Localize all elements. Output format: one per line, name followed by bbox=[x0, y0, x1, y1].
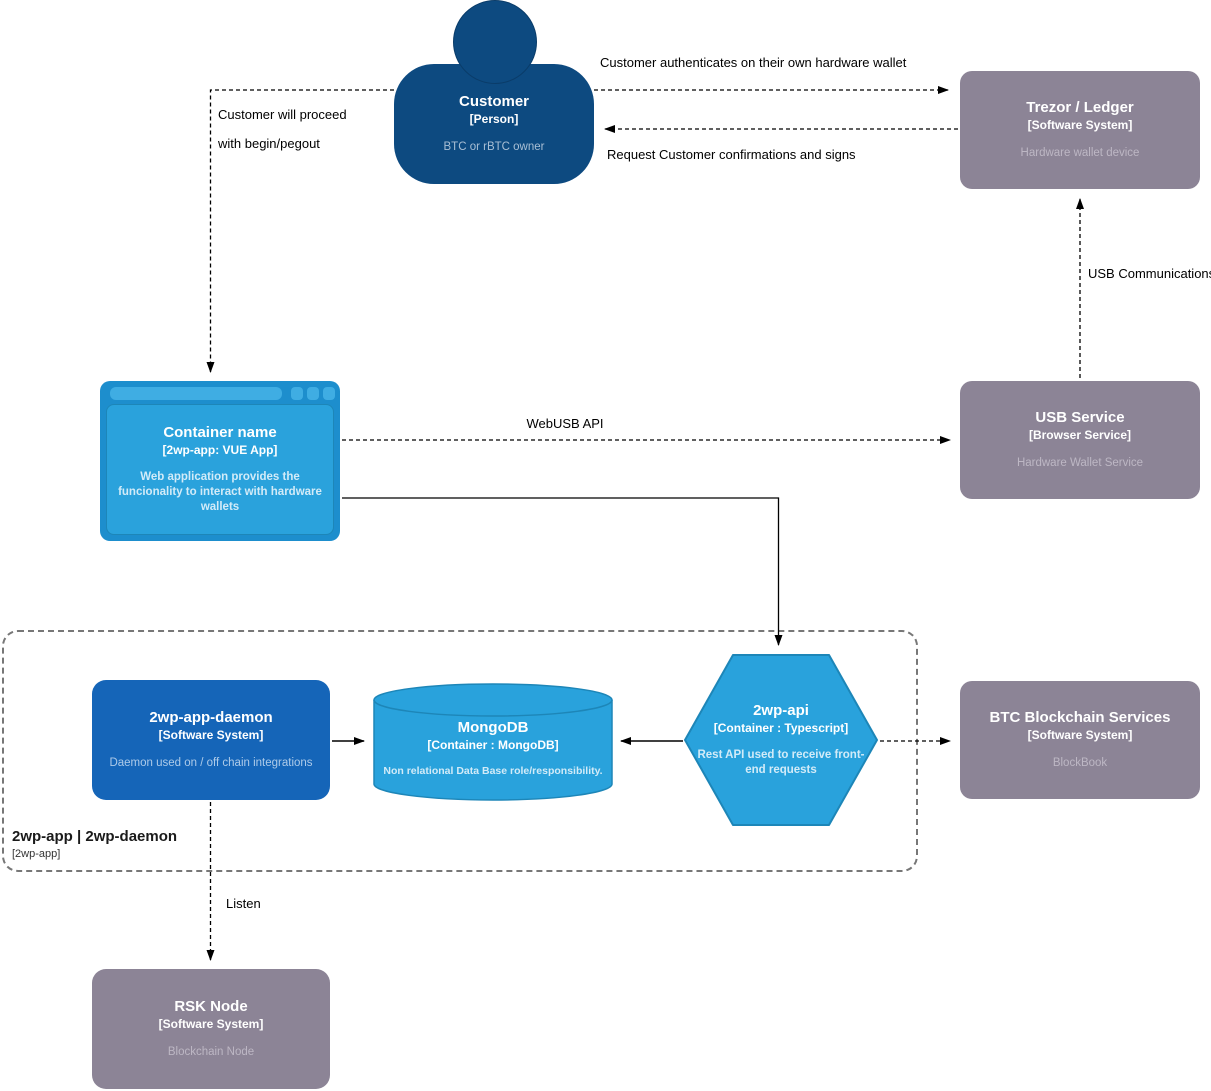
label-listen[interactable]: Listen bbox=[226, 896, 261, 911]
node-mongodb[interactable]: MongoDB [Container : MongoDB] Non relati… bbox=[373, 683, 613, 801]
node-btc-services[interactable]: BTC Blockchain Services [Software System… bbox=[960, 681, 1200, 799]
usb-service-description: Hardware Wallet Service bbox=[1016, 456, 1144, 469]
api-title: 2wp-api bbox=[753, 701, 809, 719]
label-proceed-line2[interactable]: with begin/pegout bbox=[218, 136, 320, 151]
webapp-title: Container name bbox=[163, 423, 277, 441]
btc-subtitle: [Software System] bbox=[1027, 728, 1133, 743]
customer-title: Customer bbox=[458, 93, 529, 111]
trezor-subtitle: [Software System] bbox=[1027, 118, 1133, 133]
daemon-subtitle: [Software System] bbox=[158, 728, 264, 743]
browser-address-bar bbox=[110, 387, 282, 400]
boundary-subtitle: [2wp-app] bbox=[12, 848, 61, 860]
label-webusb-api[interactable]: WebUSB API bbox=[526, 416, 604, 431]
daemon-title: 2wp-app-daemon bbox=[149, 709, 273, 727]
usb-service-subtitle: [Browser Service] bbox=[1028, 428, 1132, 443]
node-trezor-ledger[interactable]: Trezor / Ledger [Software System] Hardwa… bbox=[960, 71, 1200, 189]
label-request-confirmations[interactable]: Request Customer confirmations and signs bbox=[607, 147, 856, 162]
webapp-content-panel: Container name [2wp-app: VUE App] Web ap… bbox=[106, 404, 334, 535]
browser-button-icon bbox=[323, 387, 335, 400]
browser-button-icon bbox=[291, 387, 303, 400]
api-description: Rest API used to receive front-end reque… bbox=[697, 749, 865, 777]
label-customer-authenticates[interactable]: Customer authenticates on their own hard… bbox=[600, 55, 907, 70]
node-api[interactable]: 2wp-api [Container : Typescript] Rest AP… bbox=[683, 653, 879, 827]
customer-person-head[interactable] bbox=[453, 0, 537, 84]
label-usb-communications[interactable]: USB Communications bbox=[1088, 266, 1211, 281]
webapp-subtitle: [2wp-app: VUE App] bbox=[162, 442, 278, 457]
customer-subtitle: [Person] bbox=[469, 112, 519, 127]
node-daemon[interactable]: 2wp-app-daemon [Software System] Daemon … bbox=[92, 680, 330, 800]
usb-service-title: USB Service bbox=[1035, 409, 1125, 427]
edge-webapp-to-api[interactable] bbox=[342, 497, 783, 646]
node-customer[interactable]: Customer [Person] BTC or rBTC owner bbox=[394, 64, 594, 184]
mongodb-title: MongoDB bbox=[457, 719, 529, 736]
rsk-description: Blockchain Node bbox=[167, 1045, 255, 1058]
label-proceed-line1[interactable]: Customer will proceed bbox=[218, 107, 347, 122]
node-usb-service[interactable]: USB Service [Browser Service] Hardware W… bbox=[960, 381, 1200, 499]
trezor-title: Trezor / Ledger bbox=[1026, 99, 1134, 117]
node-webapp-container[interactable]: Container name [2wp-app: VUE App] Web ap… bbox=[100, 381, 340, 541]
rsk-title: RSK Node bbox=[174, 998, 248, 1016]
node-rsk[interactable]: RSK Node [Software System] Blockchain No… bbox=[92, 969, 330, 1089]
api-subtitle: [Container : Typescript] bbox=[713, 720, 849, 735]
api-hexagon-shape bbox=[684, 654, 878, 826]
rsk-subtitle: [Software System] bbox=[158, 1017, 264, 1032]
btc-title: BTC Blockchain Services bbox=[989, 709, 1171, 727]
daemon-description: Daemon used on / off chain integrations bbox=[109, 756, 313, 769]
edge-customer-proceed[interactable] bbox=[206, 89, 395, 373]
mongodb-description: Non relational Data Base role/responsibi… bbox=[383, 765, 603, 778]
boundary-title: 2wp-app | 2wp-daemon bbox=[12, 828, 178, 845]
btc-description: BlockBook bbox=[1052, 756, 1108, 769]
mongodb-subtitle: [Container : MongoDB] bbox=[427, 737, 559, 752]
customer-description: BTC or rBTC owner bbox=[443, 140, 545, 153]
trezor-description: Hardware wallet device bbox=[1020, 146, 1140, 159]
mongodb-cylinder-shape bbox=[373, 683, 613, 801]
webapp-description: Web application provides the funcionalit… bbox=[118, 471, 322, 514]
browser-button-icon bbox=[307, 387, 319, 400]
